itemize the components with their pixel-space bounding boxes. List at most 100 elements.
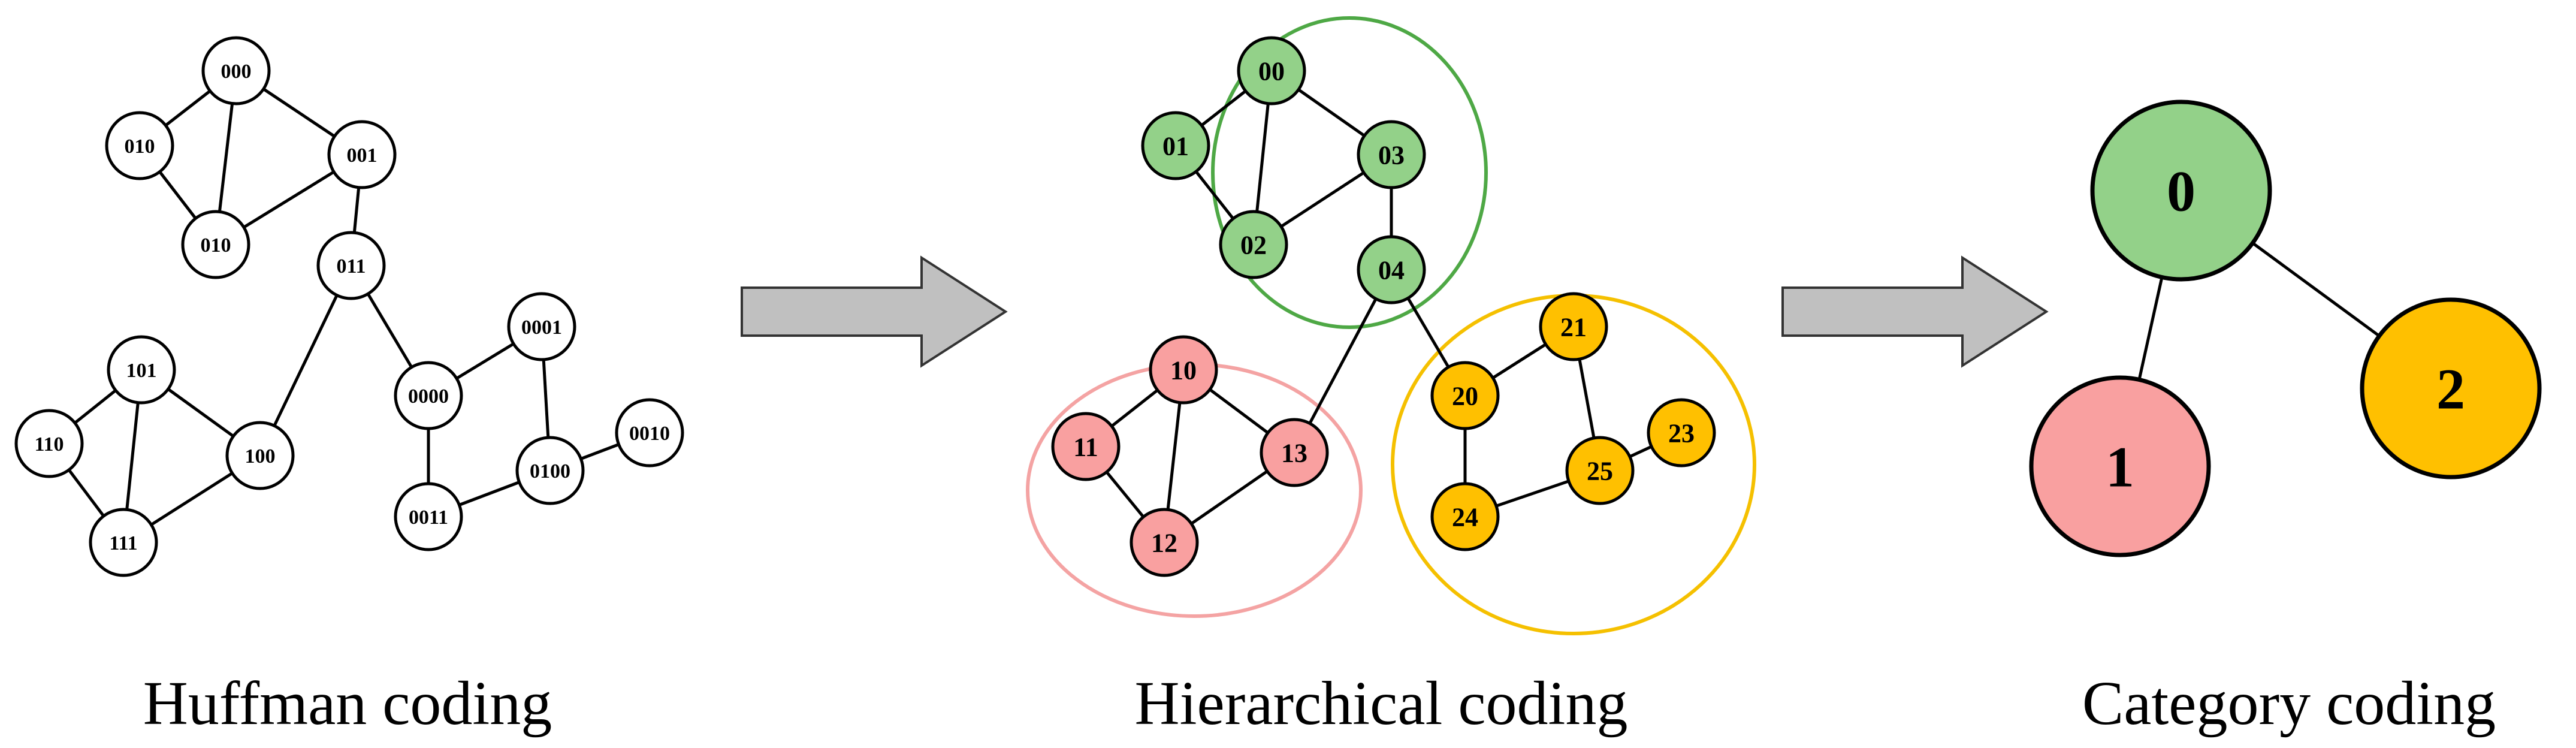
node-n100: 100 [225, 421, 295, 490]
node-n000: 000 [201, 36, 271, 105]
node-h04: 04 [1357, 235, 1426, 304]
node-label: 03 [1378, 140, 1405, 170]
node-label: 0 [2167, 159, 2196, 224]
group-ring-g0 [1211, 16, 1488, 329]
node-circle [327, 120, 397, 189]
node-label: 110 [34, 433, 64, 456]
node-c1: 1 [2029, 375, 2211, 557]
node-circle [89, 508, 158, 577]
arrow-2 [1781, 255, 2049, 368]
node-h02: 02 [1219, 210, 1288, 279]
node-n001: 001 [327, 120, 397, 189]
node-label: 12 [1151, 528, 1177, 557]
edge-n010b-n001 [243, 170, 335, 229]
edge-n011-n0000 [366, 292, 413, 369]
category-caption: Category coding [2082, 669, 2496, 738]
edge-h04-h13 [1308, 298, 1378, 424]
node-circle [107, 335, 176, 405]
huffman-caption: Huffman coding [143, 669, 552, 738]
node-h13: 13 [1260, 418, 1329, 487]
node-n0001: 0001 [507, 292, 576, 361]
node-label: 0100 [530, 460, 570, 482]
node-label: 111 [109, 532, 137, 554]
node-label: 010 [125, 135, 155, 158]
node-circle [394, 482, 463, 551]
edge-n000-n010a [164, 89, 212, 127]
node-circle [1430, 482, 1500, 551]
edge-n0001-n0100 [542, 359, 550, 438]
node-circle [1647, 398, 1716, 468]
edge-h11-h12 [1105, 470, 1145, 518]
node-circle [225, 421, 295, 490]
node-circle [394, 361, 463, 430]
edge-h24-h25 [1496, 479, 1569, 508]
node-circle [615, 398, 684, 468]
node-n0000: 0000 [394, 361, 463, 430]
edge-h01-h02 [1195, 170, 1234, 220]
node-circle [2029, 375, 2211, 557]
node-h12: 12 [1130, 508, 1199, 577]
node-h10: 10 [1149, 335, 1218, 405]
node-circle [507, 292, 576, 361]
node-circle [1141, 111, 1210, 180]
edge-n000-n001 [262, 88, 336, 138]
edge-h10-h12 [1166, 402, 1182, 510]
node-circle [1565, 436, 1635, 505]
node-h20: 20 [1430, 361, 1500, 430]
node-h25: 25 [1565, 436, 1635, 505]
node-label: 10 [1170, 355, 1197, 385]
node-label: 0010 [629, 423, 670, 445]
edge-c0-c2 [2251, 242, 2381, 337]
node-circle [1357, 235, 1426, 304]
node-circle [1357, 120, 1426, 189]
node-circle [1237, 36, 1306, 105]
node-circle [105, 111, 174, 180]
node-circle [1539, 292, 1608, 361]
node-circle [316, 231, 386, 300]
node-h03: 03 [1357, 120, 1426, 189]
node-n110: 110 [14, 409, 84, 478]
node-circle [201, 36, 271, 105]
node-label: 23 [1668, 418, 1695, 448]
node-label: 11 [1073, 432, 1098, 462]
node-n0010: 0010 [615, 398, 684, 468]
edge-n000-n010b [218, 103, 234, 212]
node-circle [515, 436, 585, 505]
node-label: 13 [1281, 438, 1307, 468]
node-circle [1430, 361, 1500, 430]
edge-c0-c1 [2137, 276, 2164, 381]
node-circle [2090, 99, 2272, 282]
edge-h25-h23 [1629, 445, 1653, 459]
node-circle [1051, 412, 1121, 481]
node-circle [1149, 335, 1218, 405]
node-circle [1130, 508, 1199, 577]
edge-h00-h01 [1200, 89, 1247, 127]
edge-n0100-n0010 [580, 443, 620, 460]
node-h23: 23 [1647, 398, 1716, 468]
node-label: 0000 [408, 385, 449, 408]
edge-h21-h20 [1492, 343, 1547, 379]
node-label: 1 [2106, 435, 2134, 499]
node-h00: 00 [1237, 36, 1306, 105]
node-n101: 101 [107, 335, 176, 405]
node-label: 2 [2436, 357, 2465, 421]
node-h01: 01 [1141, 111, 1210, 180]
node-label: 0011 [409, 506, 448, 529]
edge-h02-h03 [1280, 171, 1365, 228]
node-n0011: 0011 [394, 482, 463, 551]
node-h21: 21 [1539, 292, 1608, 361]
node-circle [181, 210, 250, 279]
node-circle [14, 409, 84, 478]
edge-n101-n111 [125, 402, 140, 510]
arrow-1 [741, 255, 1008, 368]
node-label: 00 [1258, 56, 1285, 86]
node-n111: 111 [89, 508, 158, 577]
node-h24: 24 [1430, 482, 1500, 551]
node-circle [1219, 210, 1288, 279]
node-n010a: 010 [105, 111, 174, 180]
hierarchical-caption: Hierarchical coding [1135, 669, 1628, 738]
edge-h21-h25 [1578, 358, 1596, 439]
edge-n110-n111 [68, 469, 105, 517]
node-n0100: 0100 [515, 436, 585, 505]
